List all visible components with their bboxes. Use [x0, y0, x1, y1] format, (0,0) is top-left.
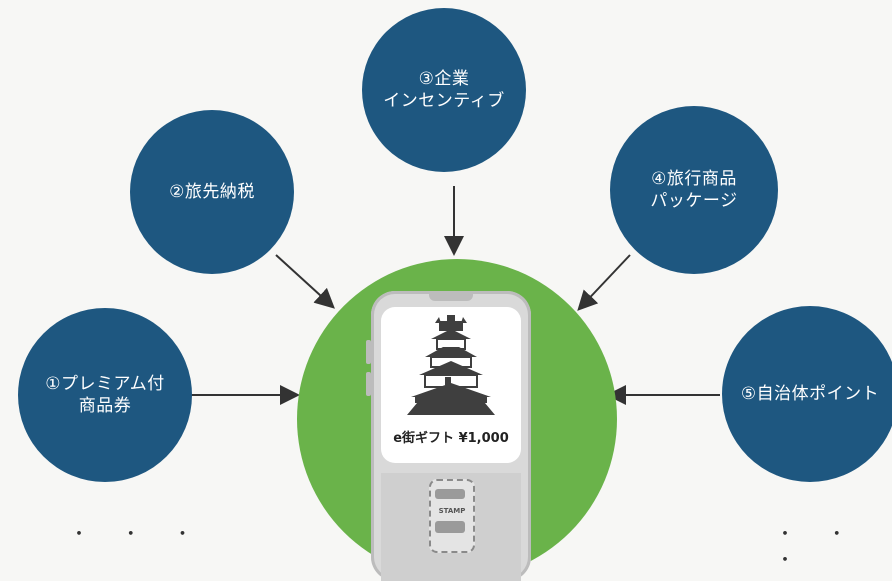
- ellipsis-right: ・ ・ ・: [776, 524, 860, 571]
- diagram-canvas: e街ギフト ¥1,000 STAMP ③企業 インセンティブ ②旅先納税 ④旅行…: [18, 8, 892, 581]
- stamp-label: STAMP: [438, 507, 466, 515]
- node-label: ⑤自治体ポイント: [740, 384, 880, 404]
- phone-side-button: [366, 372, 371, 396]
- node-premium-voucher: ①プレミアム付 商品券: [18, 308, 192, 482]
- castle-icon: [407, 315, 495, 415]
- node-travel-package: ④旅行商品 パッケージ: [610, 106, 778, 274]
- node-corporate-incentive: ③企業 インセンティブ: [362, 8, 526, 172]
- node-municipal-points: ⑤自治体ポイント: [722, 306, 892, 482]
- stamp-card: STAMP: [429, 479, 475, 553]
- node-label: ②旅先納税: [169, 182, 255, 202]
- gift-amount-label: e街ギフト ¥1,000: [393, 431, 509, 446]
- node-label: ③企業 インセンティブ: [383, 69, 505, 111]
- ellipsis-left: ・ ・ ・: [70, 524, 206, 545]
- node-label: ①プレミアム付 商品券: [45, 374, 165, 416]
- smartphone: e街ギフト ¥1,000 STAMP: [371, 291, 531, 581]
- stamp-bar: [435, 489, 465, 499]
- arrow-travel-package: [577, 254, 631, 311]
- arrow-travel-tax: [275, 254, 335, 309]
- stamp-bar: [435, 521, 465, 533]
- phone-side-button: [366, 340, 371, 364]
- node-travel-tax: ②旅先納税: [130, 110, 294, 274]
- node-label: ④旅行商品 パッケージ: [650, 169, 738, 211]
- phone-screen: e街ギフト ¥1,000: [381, 307, 521, 463]
- phone-notch: [429, 291, 473, 301]
- arrows-layer: [190, 186, 720, 405]
